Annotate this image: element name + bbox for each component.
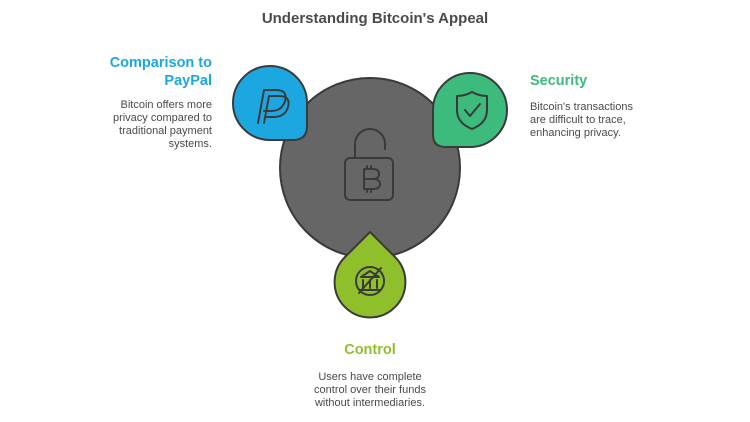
paypal-drop-shape xyxy=(232,65,308,141)
security-desc-line2: are difficult to trace, xyxy=(530,114,626,126)
control-drop xyxy=(333,231,407,319)
security-desc-line3: enhancing privacy. xyxy=(530,127,621,139)
control-description: Users have complete control over their f… xyxy=(0,371,740,410)
control-drop-shape xyxy=(333,231,407,319)
security-desc-line1: Bitcoin's transactions xyxy=(530,101,633,113)
paypal-desc-line3: traditional payment xyxy=(119,125,212,137)
control-desc-line1: Users have complete xyxy=(318,371,422,383)
security-drop xyxy=(432,72,508,148)
paypal-icon xyxy=(257,89,290,124)
paypal-heading-line2: PayPal xyxy=(164,73,212,89)
bitcoin-unlocked-padlock-icon xyxy=(344,128,394,201)
paypal-desc-line1: Bitcoin offers more xyxy=(120,99,212,111)
security-description: Bitcoin's transactions are difficult to … xyxy=(530,101,700,140)
security-heading: Security xyxy=(530,73,588,89)
control-desc-line2: control over their funds xyxy=(314,384,426,396)
control-heading: Control xyxy=(344,342,396,358)
page-title: Understanding Bitcoin's Appeal xyxy=(261,10,489,27)
paypal-desc-line4: systems. xyxy=(168,138,212,150)
control-desc-line3: without intermediaries. xyxy=(314,397,426,409)
paypal-drop xyxy=(232,65,308,141)
paypal-heading: Comparison to PayPal xyxy=(60,54,212,90)
security-drop-shape xyxy=(432,72,508,148)
no-bank-icon xyxy=(355,266,385,296)
shield-check-icon xyxy=(456,91,488,130)
paypal-desc-line2: privacy compared to xyxy=(112,112,212,124)
paypal-heading-line1: Comparison to xyxy=(109,55,212,71)
paypal-description: Bitcoin offers more privacy compared to … xyxy=(60,99,212,151)
